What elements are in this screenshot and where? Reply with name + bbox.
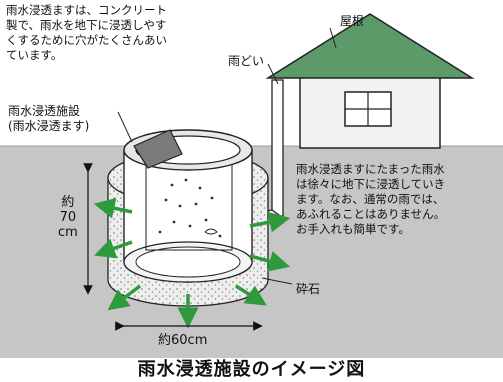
basin-lid (133, 129, 183, 169)
width-label: 約60cm (158, 333, 208, 348)
concrete-basin (123, 129, 253, 283)
outward-arrow-icon (93, 197, 133, 219)
infiltration-arrows (93, 197, 291, 329)
basin-description: 雨水浸透ますは、コンクリート 製で、雨水を地下に浸透しやす くするために穴がたく… (6, 3, 167, 62)
outward-arrow-icon (235, 284, 267, 306)
roof-label: 屋根 (340, 14, 365, 28)
outward-arrow-icon (94, 238, 133, 259)
roof (265, 13, 475, 79)
gravel-label: 砕石 (296, 282, 321, 296)
outward-arrow-icon (107, 284, 142, 311)
diagram-title: 雨水浸透施設のイメージ図 (137, 359, 366, 380)
height-label: 約 70 cm (58, 195, 78, 240)
gutter-label: 雨どい (228, 54, 265, 68)
house (265, 13, 475, 149)
outward-arrow-icon (249, 211, 291, 233)
facility-label: 雨水浸透施設 (雨水浸透ます) (8, 104, 90, 133)
dimension-lines (83, 163, 263, 331)
infiltration-description: 雨水浸透ますにたまった雨水 は徐々に地下に浸透していき ます。なお、通常の雨では… (296, 162, 446, 236)
outward-arrow-icon (249, 251, 291, 272)
